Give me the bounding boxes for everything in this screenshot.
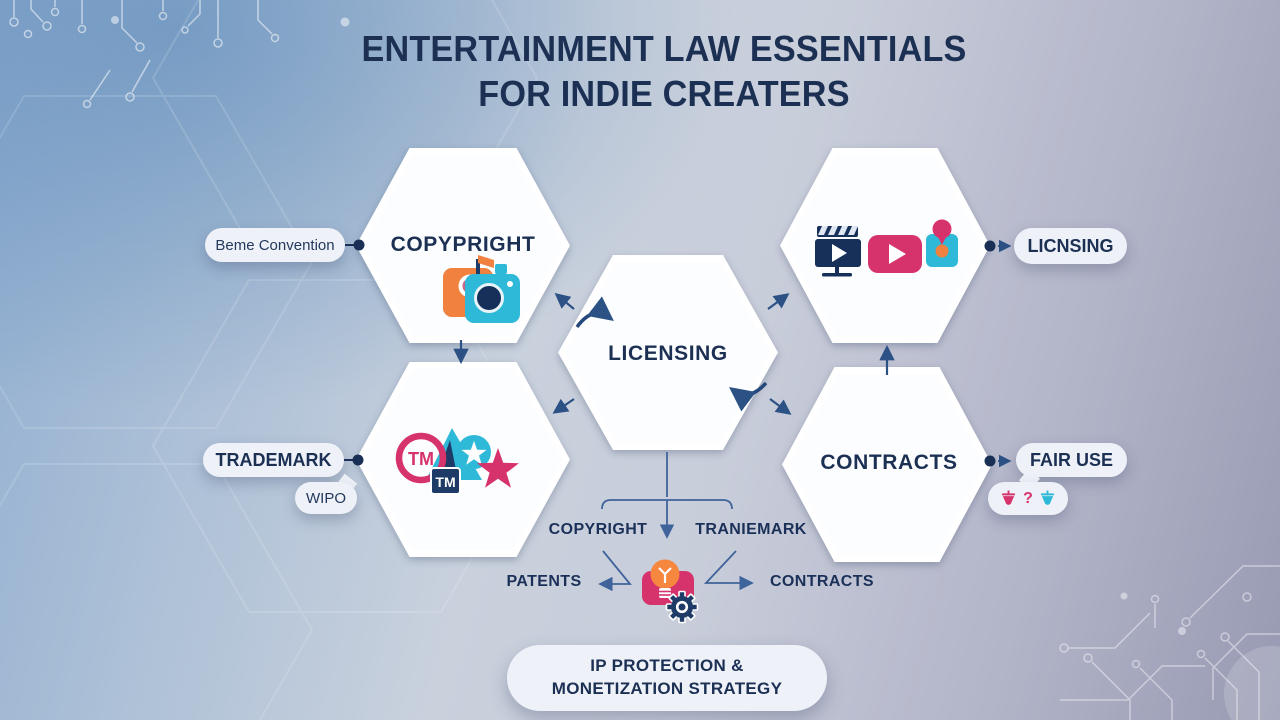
berne-convention-label: Beme Convention — [215, 236, 335, 254]
title-line-2: FOR INDIE CREATERS — [478, 73, 850, 115]
berne-convention-pill[interactable]: Beme Convention — [205, 228, 345, 262]
licnsing-pill[interactable]: LICNSING — [1014, 228, 1127, 264]
mini-trademark-label: TRANIEMARK — [695, 521, 807, 538]
license-badge-icon — [926, 219, 958, 267]
camera-music-icon — [443, 255, 520, 323]
ip-protection-pill[interactable]: IP PROTECTION & MONETIZATION STRATEGY — [507, 645, 827, 711]
pink-scale-icon — [1001, 490, 1016, 505]
patents-arrow — [598, 550, 632, 592]
teal-scale-icon — [1040, 490, 1055, 505]
clapperboard-icon — [815, 226, 861, 277]
ip-pill-line-1: IP PROTECTION & — [590, 656, 744, 676]
fair-use-pill[interactable]: FAIR USE — [1016, 443, 1127, 477]
hexagon-licensing — [558, 255, 778, 450]
copyright-hex-label: COPYPRIGHT — [390, 233, 536, 256]
trademark-pill-label: TRADEMARK — [215, 449, 332, 470]
contracts-mini-arrow — [703, 550, 754, 591]
svg-text:TM: TM — [408, 449, 434, 469]
title-line-1: ENTERTAINMENT LAW ESSENTIALS — [361, 28, 967, 69]
wipo-label: WIPO — [306, 489, 346, 507]
circuit-dots-br — [1120, 592, 1186, 635]
wipo-pill[interactable]: WIPO — [295, 482, 357, 514]
circuit-bottom-right-icon — [1059, 565, 1280, 720]
circuit-dots — [111, 16, 350, 27]
hexagon-contracts — [782, 367, 992, 562]
mini-copyright-label: COPYRIGHT — [548, 521, 648, 538]
licensing-hex-label: LICENSING — [608, 342, 728, 365]
licnsing-label: LICNSING — [1027, 235, 1114, 256]
fair-use-label: FAIR USE — [1029, 449, 1113, 470]
contracts-hex-label: CONTRACTS — [820, 451, 958, 474]
trademark-pill[interactable]: TRADEMARK — [203, 443, 344, 477]
mini-patents-label: PATENTS — [506, 573, 582, 590]
scales-pill[interactable]: ? — [988, 482, 1068, 515]
question-mark: ? — [1023, 489, 1033, 507]
svg-text:TM: TM — [435, 474, 455, 490]
play-button-icon — [868, 235, 922, 273]
bracket-line — [601, 499, 733, 510]
trademark-stars-icon: TM TM — [395, 428, 519, 495]
mini-contracts-label: CONTRACTS — [769, 573, 875, 590]
ip-pill-line-2: MONETIZATION STRATEGY — [551, 679, 783, 698]
page-title: ENTERTAINMENT LAW ESSENTIALS FOR INDIE C… — [33, 26, 1280, 117]
idea-gear-icon — [642, 559, 699, 624]
bokeh-circle — [1224, 646, 1280, 720]
